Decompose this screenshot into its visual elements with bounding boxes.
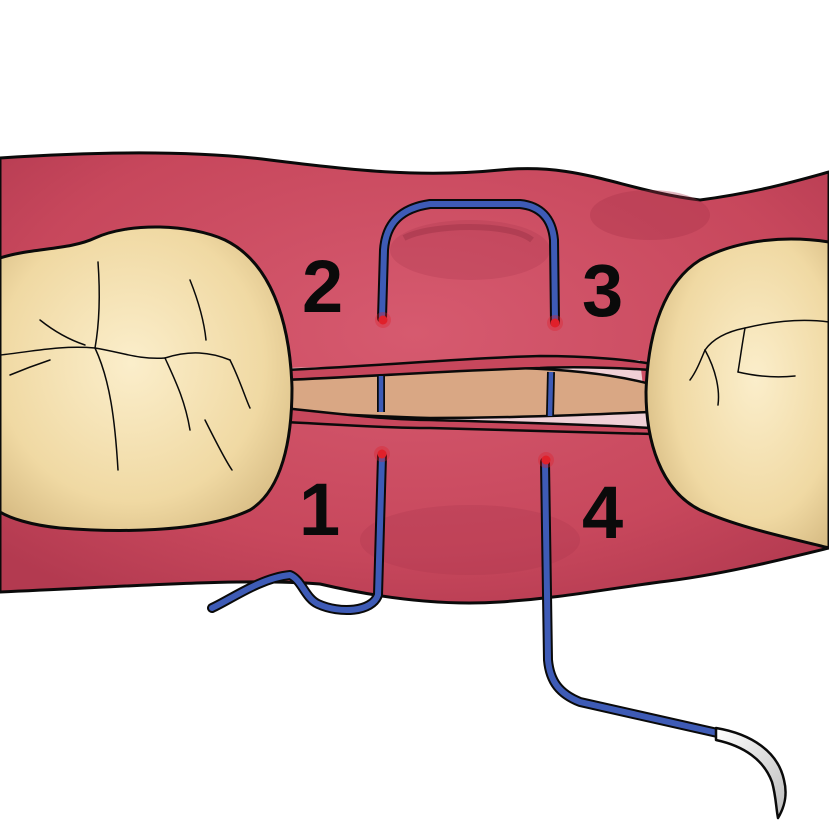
suture-shadow (402, 224, 534, 243)
stitch-label-3: 3 (582, 249, 623, 332)
gum-shadow (590, 190, 710, 240)
left-tooth (0, 225, 294, 532)
right-tooth-fissures (689, 319, 829, 406)
left-tooth-fissures (0, 261, 251, 471)
gum-shadow (360, 505, 580, 575)
stitch-label-4: 4 (582, 471, 623, 554)
gum-shadow (390, 220, 550, 280)
suture-thread-icon (379, 201, 558, 325)
suture-thread-icon (209, 453, 385, 613)
entry-point-2 (375, 312, 391, 328)
suture-thread-icon (547, 371, 554, 417)
entry-point-3 (547, 315, 563, 331)
entry-point-1 (374, 446, 390, 462)
needle-icon (714, 726, 787, 820)
stitch-label-1: 1 (299, 468, 340, 551)
suture-thread-icon (542, 459, 725, 737)
stitch-label-2: 2 (302, 245, 343, 328)
entry-point-4 (538, 452, 554, 468)
right-tooth (644, 237, 829, 550)
